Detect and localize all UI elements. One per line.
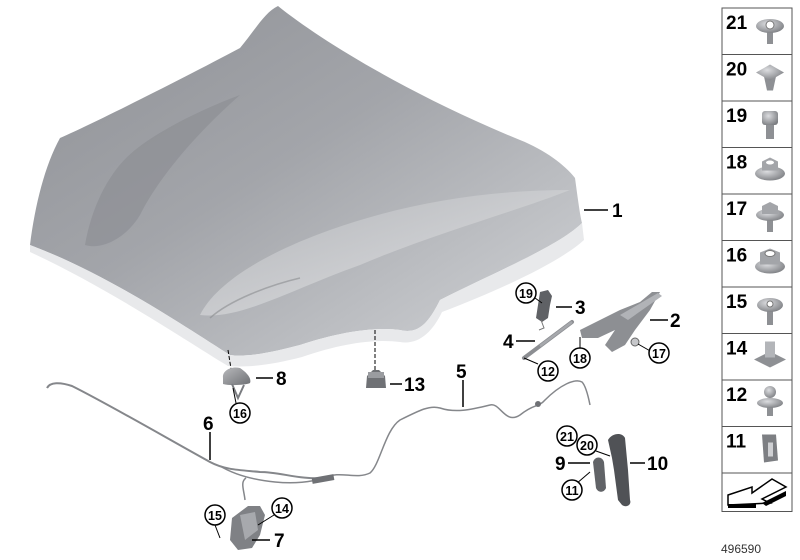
circled-ref-19: 19 [515,282,537,304]
legend-number: 17 [726,199,747,220]
leader-20 [595,450,611,457]
callout-4: 4 [503,332,514,353]
legend-item-15: 15 [721,286,793,334]
leader-16 [232,387,237,404]
leader-19 [534,297,543,304]
hex-collar-nut-icon [755,248,785,274]
circled-ref-14: 14 [271,497,293,519]
circled-ref-21: 21 [556,425,578,447]
legend-item-17: 17 [721,193,793,241]
legend-item-21: 21 [721,7,793,55]
legend-item-11: 11 [721,426,793,474]
callout-2: 2 [670,311,681,332]
hood-lock-part [230,506,265,550]
gas-strut-part [522,320,574,360]
svg-text:14: 14 [275,502,289,516]
legend-item-16: 16 [721,240,793,288]
callout-6: 6 [203,414,214,435]
hood-hinge-part [580,292,662,352]
callout-13: 13 [404,375,425,396]
circled-ref-15: 15 [204,504,226,526]
circled-ref-18: 18 [569,347,591,369]
document-number: 496590 [721,542,761,556]
callout-9: 9 [555,454,566,475]
legend-number: 21 [726,13,748,34]
callout-10: 10 [647,454,668,475]
circled-ref-12: 12 [537,360,559,382]
legend-number: 18 [726,153,747,174]
legend-number: 16 [726,246,747,267]
fastener-legend: 21 20 19 18 17 16 15 14 12 11 [721,7,793,512]
legend-item-12: 12 [721,379,793,427]
svg-text:21: 21 [560,430,574,444]
clip-nut-icon [754,341,786,368]
svg-text:18: 18 [573,352,587,366]
legend-item-14: 14 [721,333,793,381]
callout-7: 7 [274,531,285,552]
flange-screw-torx-icon [756,19,784,44]
hinge-bracket-part [536,290,552,331]
plastic-clip-icon [762,434,778,463]
rubber-buffer-part [366,370,386,388]
svg-text:20: 20 [580,439,594,453]
circled-ref-16: 16 [229,402,251,424]
legend-number: 19 [726,106,747,127]
leader-15 [214,524,221,539]
callout-1: 1 [612,201,623,222]
hex-flange-bolt-icon [756,202,784,232]
circled-ref-17: 17 [648,342,670,364]
bowden-cable-front-part [324,380,591,479]
torx-pan-screw-icon [757,298,783,325]
cable-sleeve [311,474,335,484]
release-handle-part [593,434,631,507]
legend-item-20: 20 [721,54,793,102]
svg-text:11: 11 [565,484,578,498]
catch-bracket-part [222,367,251,401]
bowden-cable-rear-part [46,382,326,480]
svg-text:15: 15 [208,509,222,523]
legend-number: 11 [726,432,747,453]
svg-text:12: 12 [541,365,555,379]
square-expanding-rivet-icon [756,64,784,91]
ball-stud-icon [757,386,783,416]
callout-8: 8 [276,369,287,390]
direction-arrow-icon [727,478,788,508]
legend-item-18: 18 [721,147,793,195]
legend-number: 14 [726,339,748,360]
legend-item-arrow [721,472,793,512]
legend-number: 15 [726,292,748,313]
cable-branch [219,465,326,484]
svg-text:16: 16 [233,407,247,421]
leader-12 [523,357,539,365]
callout-5: 5 [456,362,467,383]
flange-hex-nut-icon [755,157,785,181]
legend-number: 12 [726,385,747,406]
leader-14 [257,514,275,526]
circled-ref-11: 11 [561,479,583,501]
torx-bolt-icon [762,111,778,139]
cable-end [242,477,247,501]
legend-item-19: 19 [721,100,793,148]
cable-ferrule [535,401,541,407]
svg-text:19: 19 [519,287,533,301]
legend-number: 20 [726,60,747,81]
svg-text:17: 17 [652,347,666,361]
circled-ref-20: 20 [576,434,598,456]
callout-3: 3 [575,298,586,319]
hood-panel [30,6,584,367]
